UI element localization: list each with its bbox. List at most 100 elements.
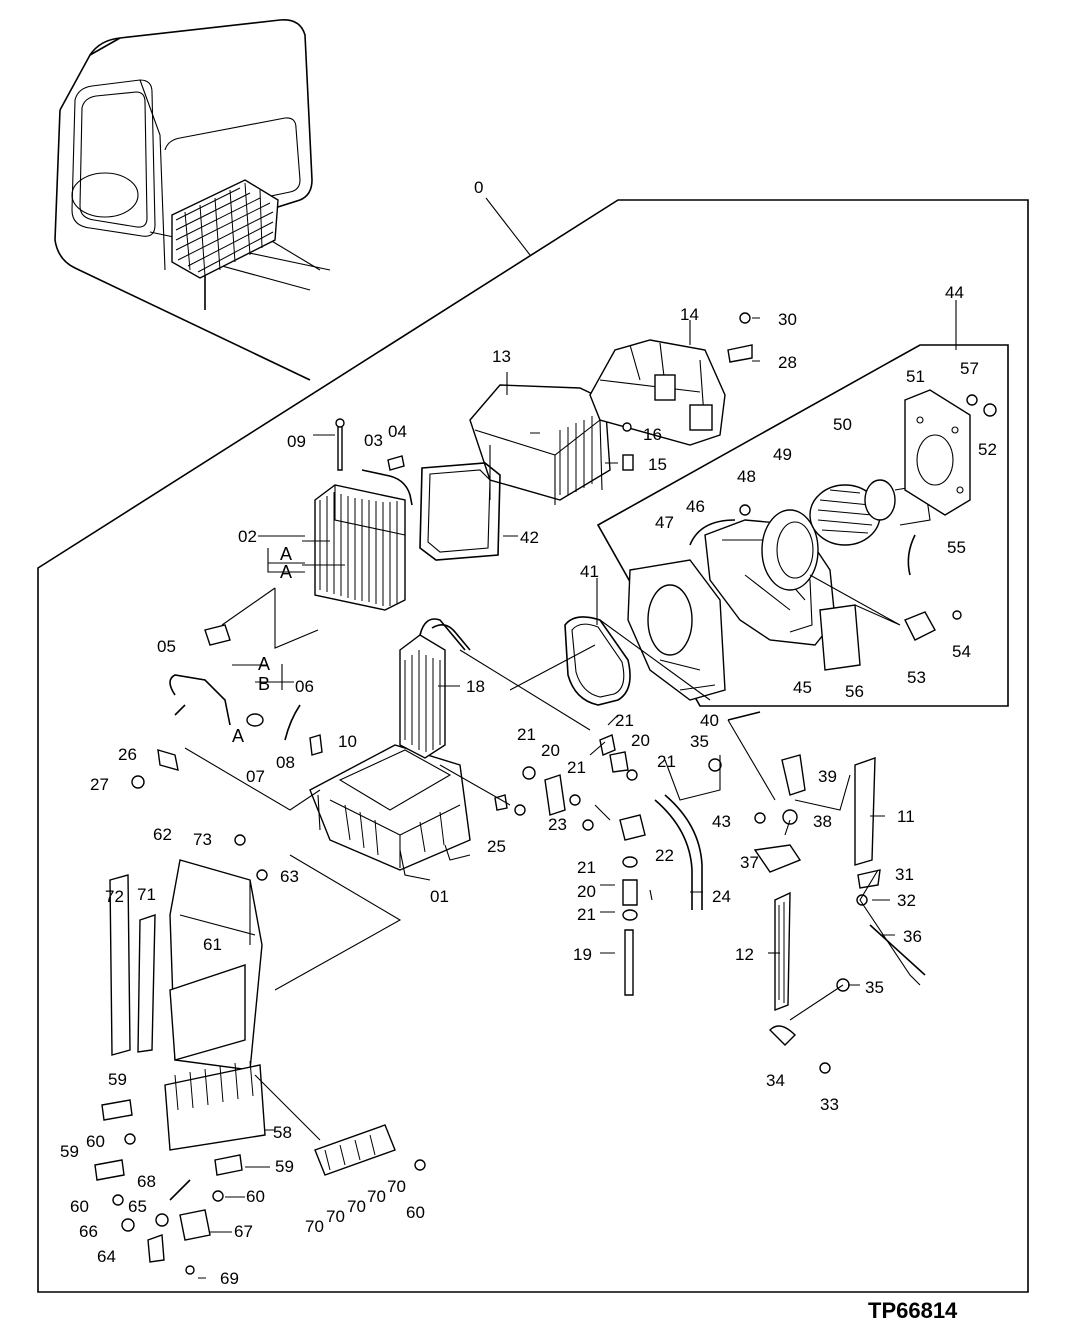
screw-27: [131, 775, 145, 789]
callout-15: 15: [648, 455, 667, 474]
heater-case: [309, 744, 471, 881]
callout-27: 27: [90, 775, 109, 794]
callout-43: 43: [712, 812, 731, 831]
callout-62: 62: [153, 825, 172, 844]
callout-21b: 21: [517, 725, 536, 744]
upper-duct-cover: [469, 384, 611, 505]
callout-31: 31: [895, 865, 914, 884]
callout-70d: 70: [367, 1187, 386, 1206]
callout-66: 66: [79, 1222, 98, 1241]
marker-a-2: A: [280, 562, 292, 582]
fan-motor-49: [761, 509, 819, 591]
callout-20b: 20: [631, 731, 650, 750]
callout-24: 24: [712, 887, 731, 906]
callout-40: 40: [700, 711, 719, 730]
blower-fan-50: [809, 479, 931, 546]
callout-36: 36: [903, 927, 922, 946]
callout-38: 38: [813, 812, 832, 831]
callout-42: 42: [520, 528, 539, 547]
motor-plate-51: [904, 389, 971, 516]
bracket-26: [157, 749, 179, 771]
callout-14: 14: [680, 305, 699, 324]
marker-a-3: A: [258, 654, 270, 674]
sensor-08: [284, 704, 301, 741]
marker-b: B: [258, 674, 270, 694]
bolt-09: [337, 424, 343, 471]
callout-59a: 59: [108, 1070, 127, 1089]
callout-34: 34: [766, 1071, 785, 1090]
drawing-reference: TP66814: [868, 1298, 958, 1323]
door-linkage-parts: [708, 711, 926, 1074]
callout-70e: 70: [387, 1177, 406, 1196]
callout-60d: 60: [406, 1203, 425, 1222]
callout-54: 54: [952, 642, 971, 661]
lower-duct-assembly: [94, 834, 426, 1275]
heater-unit-location-hatch: [171, 179, 279, 279]
callout-70a: 70: [305, 1217, 324, 1236]
callout-22: 22: [655, 846, 674, 865]
callout-35a: 35: [690, 732, 709, 751]
callout-30: 30: [778, 310, 797, 329]
callout-21d: 21: [657, 752, 676, 771]
callout-08: 08: [276, 753, 295, 772]
callout-59b: 59: [60, 1142, 79, 1161]
callout-21a: 21: [615, 711, 634, 730]
callout-64: 64: [97, 1247, 116, 1266]
sensor-wire-03: [361, 469, 413, 506]
callout-63: 63: [280, 867, 299, 886]
callout-41: 41: [580, 562, 599, 581]
marker-a-4: A: [232, 726, 244, 746]
callout-49: 49: [773, 445, 792, 464]
wire-55: [907, 534, 916, 576]
callout-02: 02: [238, 527, 257, 546]
callout-19: 19: [573, 945, 592, 964]
screw-16: [622, 422, 632, 432]
callout-56: 56: [845, 682, 864, 701]
callout-48: 48: [737, 467, 756, 486]
callout-70c: 70: [347, 1197, 366, 1216]
leader-lines: [184, 574, 921, 1141]
callout-67: 67: [234, 1222, 253, 1241]
callout-01: 01: [430, 887, 449, 906]
callout-18: 18: [466, 677, 485, 696]
callout-46: 46: [686, 497, 705, 516]
callout-12: 12: [735, 945, 754, 964]
callout-60c: 60: [246, 1187, 265, 1206]
clip-04: [387, 455, 405, 471]
switch-05: [204, 624, 231, 646]
evaporator: [314, 484, 406, 611]
callout-44: 44: [945, 283, 964, 302]
callout-71: 71: [137, 885, 156, 904]
callout-60a: 60: [86, 1132, 105, 1151]
clip-15: [622, 454, 634, 471]
callout-21f: 21: [577, 905, 596, 924]
cab-overview: [54, 18, 331, 381]
callout-10: 10: [338, 732, 357, 751]
callout-20c: 20: [577, 882, 596, 901]
callout-70b: 70: [326, 1207, 345, 1226]
callout-07: 07: [246, 767, 265, 786]
exploded-view-boundary: [37, 199, 1029, 1293]
callout-65: 65: [128, 1197, 147, 1216]
callout-37: 37: [740, 853, 759, 872]
callout-11: 11: [897, 807, 915, 826]
callout-13: 13: [492, 347, 511, 366]
callout-68: 68: [137, 1172, 156, 1191]
screw-54: [952, 610, 962, 620]
callout-26: 26: [118, 745, 137, 764]
callout-73: 73: [193, 830, 212, 849]
callout-25: 25: [487, 837, 506, 856]
callout-53: 53: [907, 668, 926, 687]
screw-57: [966, 394, 978, 406]
gasket-42: [419, 462, 501, 561]
callout-05: 05: [157, 637, 176, 656]
pipe-06: [169, 674, 231, 726]
connection-markers: A A A B A: [232, 544, 292, 746]
part-callouts: 01 02 03 04 05 06 07 08 09 10 11 12 13 1…: [60, 283, 997, 1288]
screw-25: [514, 804, 526, 816]
callout-33: 33: [820, 1095, 839, 1114]
callout-59c: 59: [275, 1157, 294, 1176]
heater-core: [399, 618, 471, 759]
screw-48: [739, 504, 751, 516]
